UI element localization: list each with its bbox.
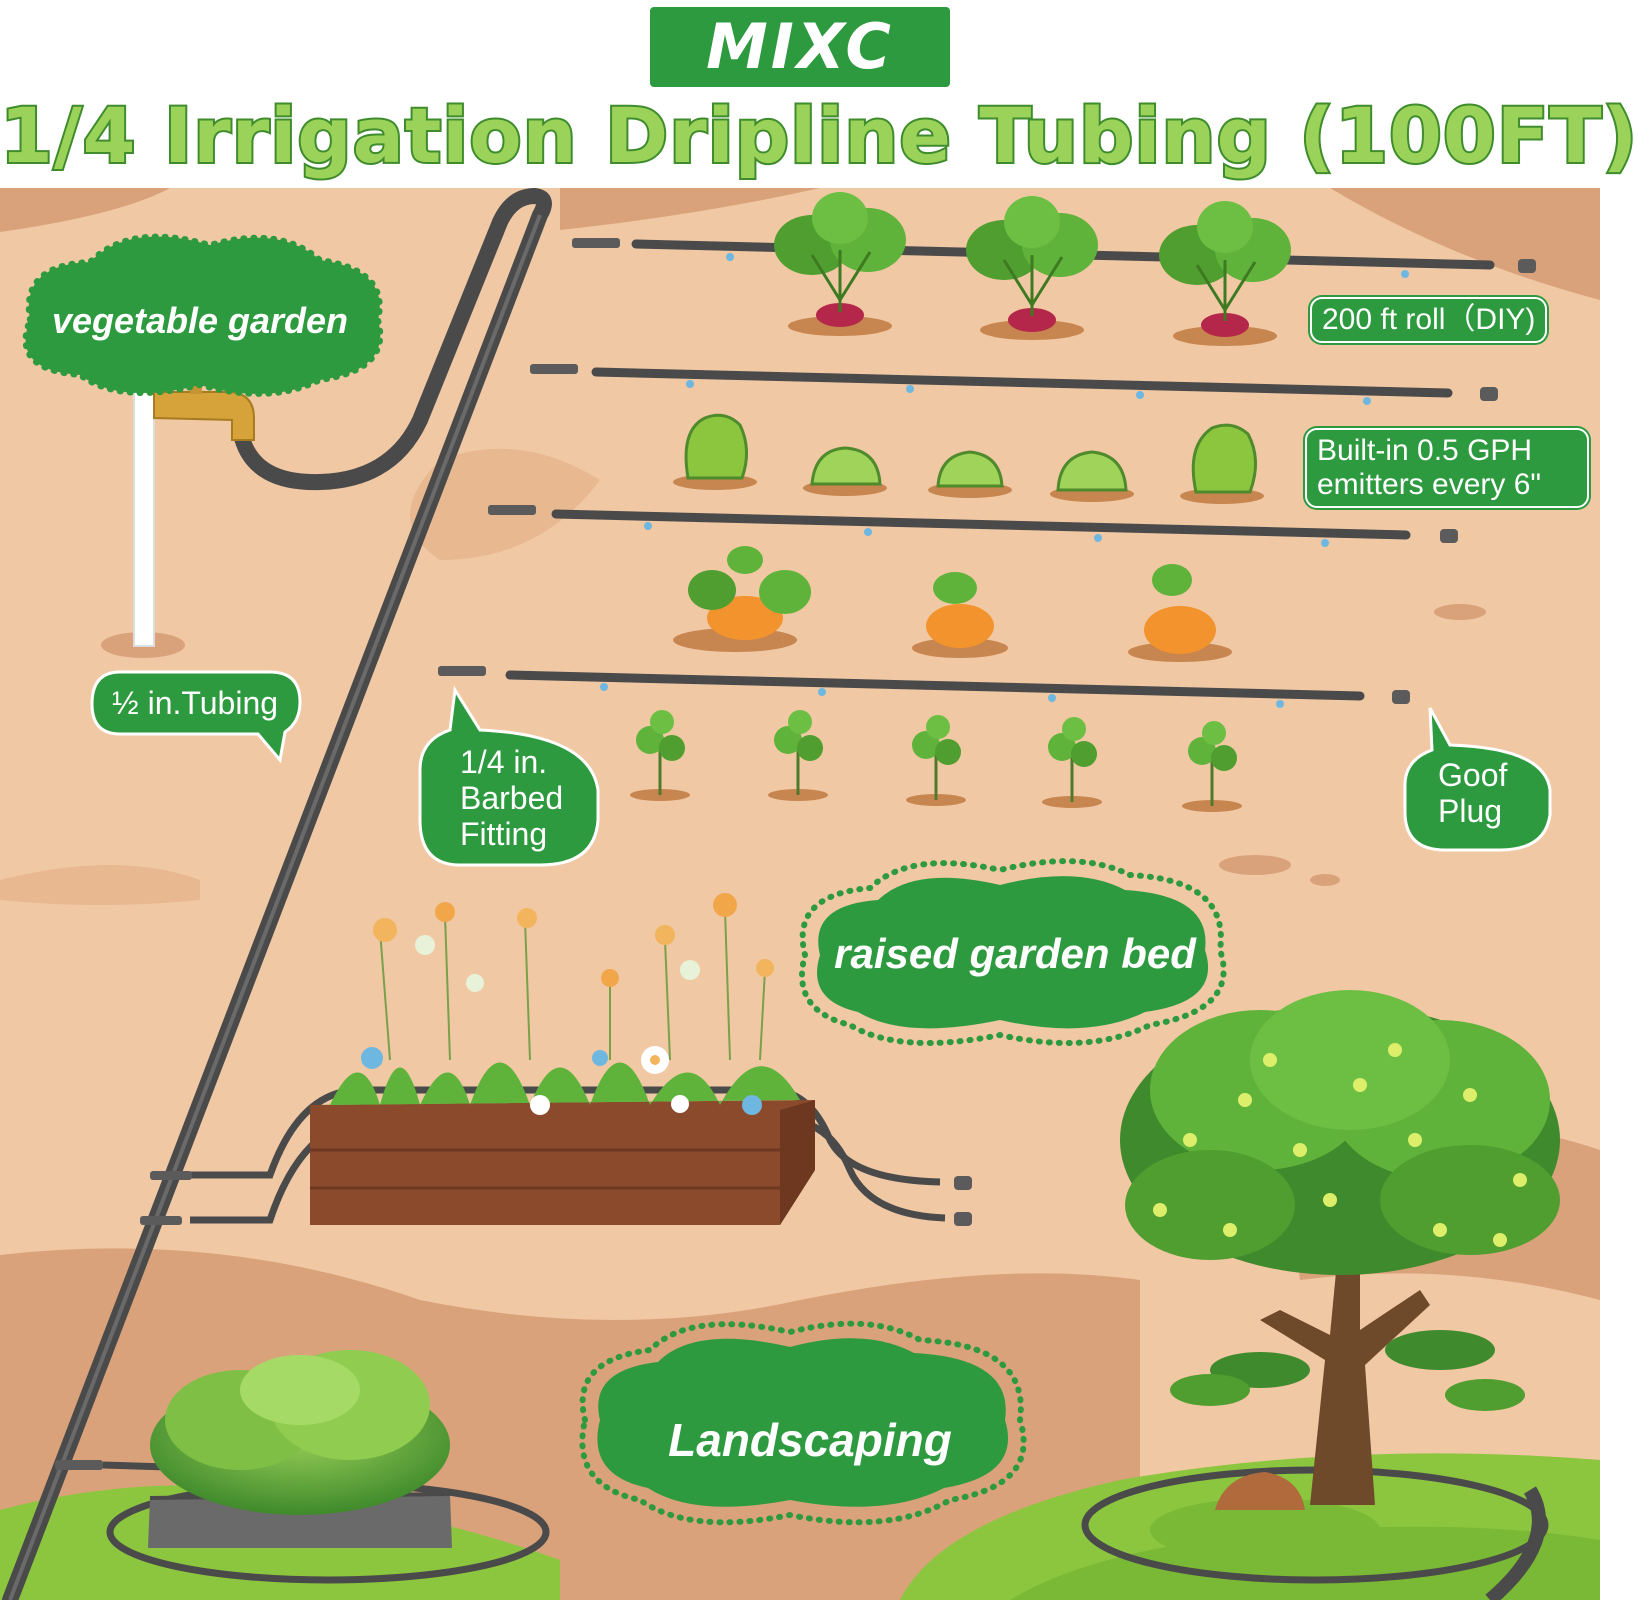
emitter-drip-icon [818,688,826,696]
emitter-drip-icon [726,253,734,261]
emitter-drip-icon [1094,534,1102,542]
soil-patch [0,188,170,232]
goof-plug-icon [954,1212,972,1226]
vegetable-garden-cloud [22,233,384,397]
goof-plug-icon [1440,529,1458,543]
shrub-icon [150,1350,450,1515]
barbed-fitting-label: 1/4 in. Barbed Fitting [460,744,564,852]
beet-plant-icon [774,192,906,336]
seedling-icon [1182,721,1242,812]
beet-plant-icon [1159,201,1291,346]
goof-plug-icon [954,1176,972,1190]
landscaping-label: Landscaping [668,1414,952,1466]
seedling-icon [1042,717,1102,808]
barbed-fitting-bubble [418,685,600,867]
goof-plug-icon [1518,259,1536,273]
landscaping-cloud [579,1320,1027,1526]
page-title: 1/4 Irrigation Dripline Tubing (100FT) [0,89,1638,182]
barbed-fitting-icon [150,1171,192,1180]
main-half-inch-tubing [2,187,552,1600]
landscape-shrub [55,1350,550,1584]
flower-icon [373,893,774,992]
pumpkin-icon [1128,564,1232,662]
soil-pebble [1310,874,1340,886]
goof-plug-label: Goof Plug [1438,757,1508,829]
lettuce-icon [1050,450,1134,502]
half-inch-tubing-bubble [90,670,302,764]
barbed-fitting-icon [438,666,486,676]
tree-icon [1120,990,1560,1505]
goof-plug-bubble [1403,707,1552,852]
emitter-drip-icon [864,528,872,536]
brand-logo: MIXC [650,7,950,87]
soil-patch [560,188,820,230]
emitter-drip-icon [1363,397,1371,405]
seedling-plants [630,710,1242,812]
garden-scene [0,187,1600,1600]
emitter-drip-icon [600,683,608,691]
emitters-label: Built-in 0.5 GPH emitters every 6" [1305,428,1589,508]
barbed-fitting-icon [55,1460,103,1470]
soil-pebble [1219,855,1291,875]
barbed-fitting-icon [488,505,536,515]
raised-bed-cloud [799,858,1227,1046]
beet-plants [774,192,1291,346]
goof-plug-icon [1480,387,1498,401]
infographic: MIXC 1/4 Irrigation Dripline Tubing (100… [0,7,1638,1600]
emitter-drip-icon [1401,270,1409,278]
soil-patch [410,448,600,560]
raised-garden-bed-label: raised garden bed [834,930,1196,977]
barbed-fitting-icon [530,364,578,374]
emitter-drip-icon [906,385,914,393]
goof-plug-icon [1392,690,1410,704]
barbed-fitting-icon [140,1216,182,1225]
emitter-drip-icon [686,380,694,388]
brand-logo-text: MIXC [706,10,894,83]
pumpkin-icon [673,546,811,652]
emitter-drip-icon [1136,391,1144,399]
seedling-icon [630,710,690,801]
vegetable-garden-label: vegetable garden [51,300,349,341]
half-inch-tubing-label: ½ in.Tubing [112,685,279,721]
pumpkin-icon [912,572,1008,658]
emitter-drip-icon [1048,694,1056,702]
lettuce-icon [803,446,887,496]
pumpkin-plants [673,546,1232,662]
beet-plant-icon [966,196,1098,340]
main-tubing-highlight [8,214,542,1600]
lettuce-icon [1180,423,1264,504]
emitter-drip-icon [644,522,652,530]
barbed-fitting-icon [572,238,620,248]
flower-icon [361,1046,762,1115]
lettuce-icon [928,450,1012,498]
lawn [1010,1526,1600,1600]
soil-pebble [1434,604,1486,620]
landscape-tree [1081,990,1560,1600]
roll-length-label: 200 ft roll（DIY) [1310,297,1548,343]
soil-patch [0,865,200,905]
emitter-drip-icon [1321,539,1329,547]
soil-pebble [1428,204,1456,216]
lettuce-icon [673,413,757,490]
raised-garden-bed [140,893,972,1226]
emitter-drip-icon [1276,700,1284,708]
seedling-icon [768,710,828,801]
lettuce-plants [673,413,1264,504]
seedling-icon [906,715,966,806]
